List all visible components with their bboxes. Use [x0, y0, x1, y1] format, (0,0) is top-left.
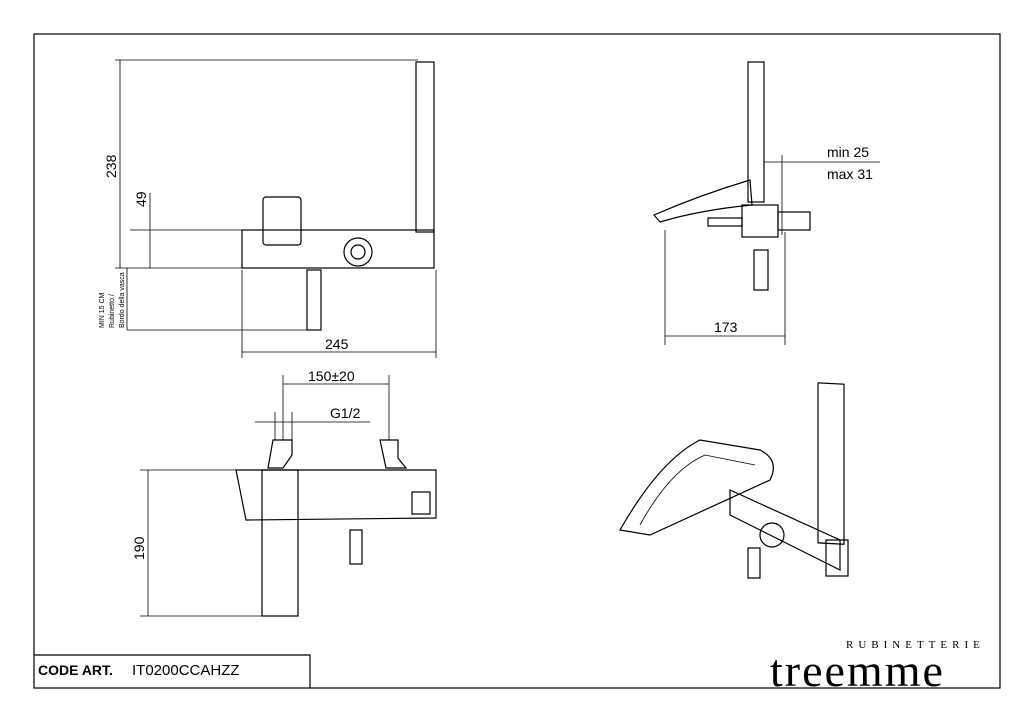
title-block-box: [34, 654, 311, 688]
dim-center-distance: 150±20: [308, 368, 355, 384]
min-note-line1: MIN 15 CM: [99, 292, 106, 328]
top-view: [140, 375, 437, 617]
dim-width: 245: [325, 336, 349, 352]
min-note-line2: Rubinetto /: [109, 294, 116, 328]
dim-height: 190: [131, 536, 147, 560]
min-note-line3: Bordo della vasca: [119, 272, 126, 328]
code-value: IT0200CCAHZZ: [132, 662, 240, 679]
dim-depth: 173: [714, 319, 738, 335]
side-view: [653, 61, 880, 345]
front-view: [115, 59, 437, 358]
dim-offset-min: min 25: [827, 144, 869, 160]
brand-logo: treemme: [770, 645, 945, 696]
code-label: CODE ART.: [38, 662, 113, 678]
dim-thread: G1/2: [330, 405, 361, 421]
isometric-view: [619, 382, 849, 579]
dim-offset-max: max 31: [827, 166, 873, 182]
drawing-frame: [33, 33, 1001, 689]
dim-height-body: 49: [133, 191, 149, 207]
dim-height-total: 238: [103, 154, 119, 178]
brand-subtitle: RUBINETTERIE: [846, 639, 985, 651]
